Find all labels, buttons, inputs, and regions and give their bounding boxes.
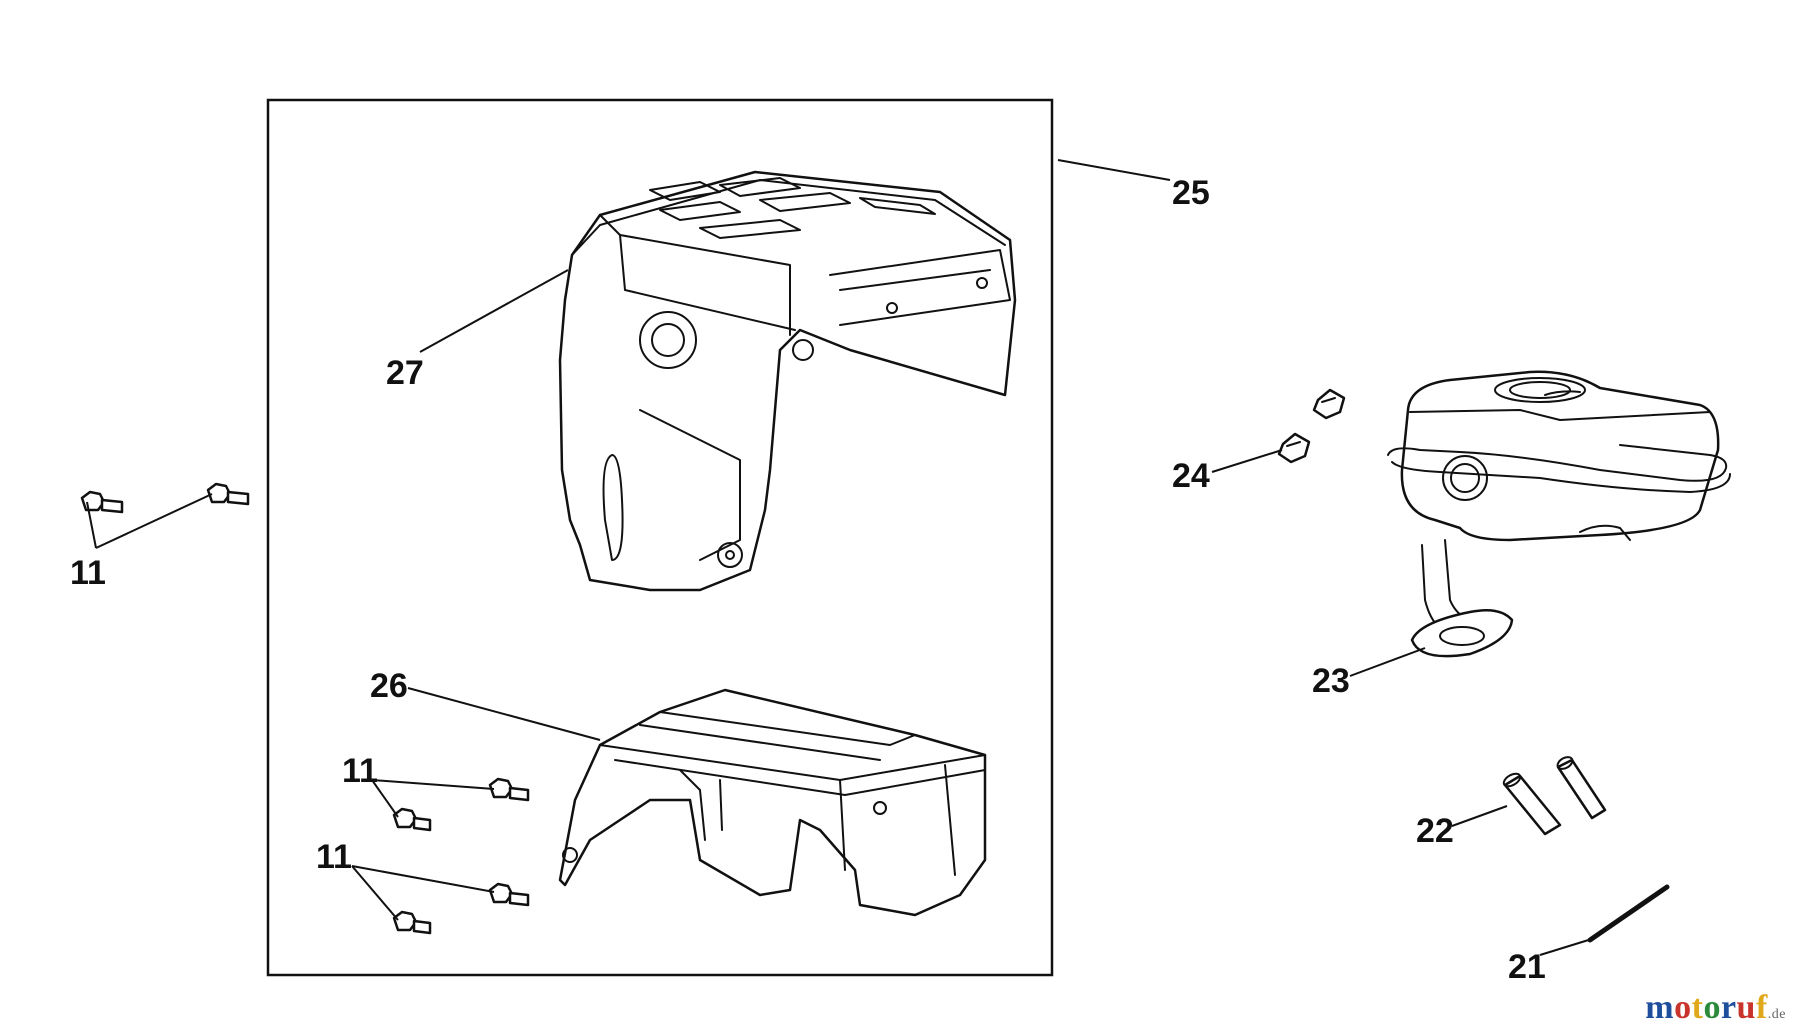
part-11-bolt[interactable] [206,482,250,506]
part-11-bolt[interactable] [392,910,432,935]
leader-11-left-b [95,493,213,549]
part-24-nut[interactable] [1277,432,1311,464]
leader-11-mid-lower-b [351,865,399,921]
leader-25 [1057,159,1171,181]
part-24-nut[interactable] [1312,388,1346,420]
kit-frame [266,98,1054,977]
watermark-letter: o [1703,989,1721,1026]
motoruf-watermark-logo: motoruf.de [1645,989,1786,1027]
callout-24: 24 [1172,457,1210,495]
watermark-letters: motoruf [1645,989,1768,1026]
leader-11-mid-upper-a [371,779,495,790]
part-23-muffler[interactable] [1387,370,1731,658]
callout-11-mid-upper: 11 [342,752,378,790]
part-11-bolt[interactable] [392,807,432,832]
callout-25: 25 [1172,174,1210,212]
watermark-letter: u [1736,989,1756,1026]
part-22-pin[interactable] [1502,771,1562,836]
leader-21 [1539,937,1596,956]
part-11-bolt[interactable] [488,882,530,907]
watermark-tld: .de [1767,1007,1786,1022]
part-26-lower-shield[interactable] [558,688,987,917]
leader-26 [407,687,601,741]
watermark-letter: r [1720,989,1737,1026]
leader-11-left-a [86,501,97,549]
part-22-pin[interactable] [1556,755,1607,820]
watermark-letter: m [1645,989,1675,1026]
callout-27: 27 [386,354,424,392]
part-21-strip[interactable] [1587,884,1670,943]
callout-26: 26 [370,667,408,705]
callout-21: 21 [1508,948,1546,986]
leader-11-mid-upper-b [371,779,399,818]
leader-24 [1211,449,1283,473]
leader-27 [419,269,569,353]
leader-22 [1451,805,1508,827]
callout-23: 23 [1312,662,1350,700]
watermark-letter: f [1755,989,1768,1026]
callout-11-mid-lower: 11 [316,838,352,876]
callout-22: 22 [1416,812,1454,850]
leader-23 [1349,647,1426,677]
watermark-letter: t [1691,989,1704,1026]
watermark-letter: o [1674,989,1692,1026]
part-11-bolt[interactable] [488,777,530,802]
part-27-upper-shield[interactable] [558,170,1017,592]
leader-11-mid-lower-a [351,865,495,893]
callout-11-left: 11 [70,554,106,592]
